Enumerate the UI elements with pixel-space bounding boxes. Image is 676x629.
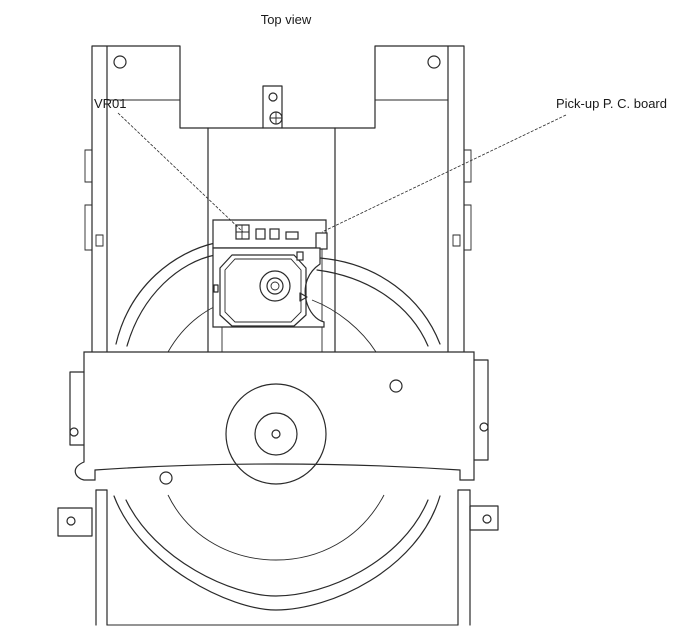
leader-line-vr01 [117, 112, 244, 233]
spindle-center [271, 429, 281, 439]
bracket-hole [479, 422, 489, 432]
top-frame [91, 45, 465, 356]
disc-tray-lower [95, 489, 471, 626]
clamp-bracket [69, 351, 489, 485]
lower-side-tabs [57, 505, 499, 537]
leader-line-pickup-board [321, 114, 567, 233]
callout-vr01: VR01 [94, 96, 244, 233]
objective-lens [259, 270, 291, 302]
side-rails [84, 149, 472, 251]
callout-label-pickup-board: Pick-up P. C. board [556, 96, 667, 111]
optical-pickup [212, 247, 325, 328]
bracket-hole [159, 471, 173, 485]
view-title: Top view [261, 12, 312, 27]
callout-label-vr01: VR01 [94, 96, 127, 111]
tab-hole [268, 92, 278, 102]
bracket-hole [69, 427, 79, 437]
mounting-hole [427, 55, 441, 69]
disc-tray-upper [115, 242, 441, 353]
bracket-hole [389, 379, 403, 393]
mounting-hole [113, 55, 127, 69]
disc-clamper [225, 383, 327, 485]
pickup-pc-board [212, 219, 328, 250]
callout-pickup-board: Pick-up P. C. board [321, 96, 667, 233]
